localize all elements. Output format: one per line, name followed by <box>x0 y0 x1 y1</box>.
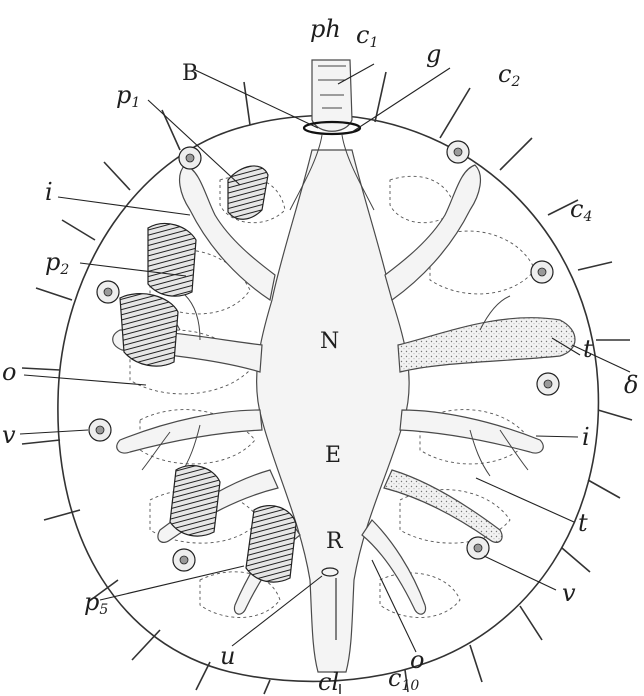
label-N: N <box>320 329 339 354</box>
label-p5: p5 <box>84 588 108 618</box>
label-i-left: i <box>45 178 53 206</box>
label-t-lower: t <box>578 509 588 537</box>
label-c2: c2 <box>498 60 520 90</box>
label-c4: c4 <box>570 195 592 225</box>
label-t-upper: t <box>583 335 593 363</box>
label-B: B <box>182 61 198 86</box>
label-i-right: i <box>582 423 590 451</box>
label-c1: c1 <box>356 21 378 51</box>
label-ph: ph <box>310 15 341 43</box>
label-o-bottom: o <box>410 646 424 674</box>
label-v-right: v <box>562 579 576 607</box>
label-p1: p1 <box>116 81 140 111</box>
label-delta: δ <box>624 371 638 399</box>
label-R: R <box>326 529 344 554</box>
label-v-left: v <box>2 421 16 449</box>
label-o-left: o <box>2 358 16 386</box>
label-cl: cl <box>318 668 339 696</box>
label-u: u <box>220 642 235 670</box>
label-g: g <box>426 40 441 68</box>
label-E: E <box>325 443 341 468</box>
label-p2: p2 <box>45 248 69 278</box>
